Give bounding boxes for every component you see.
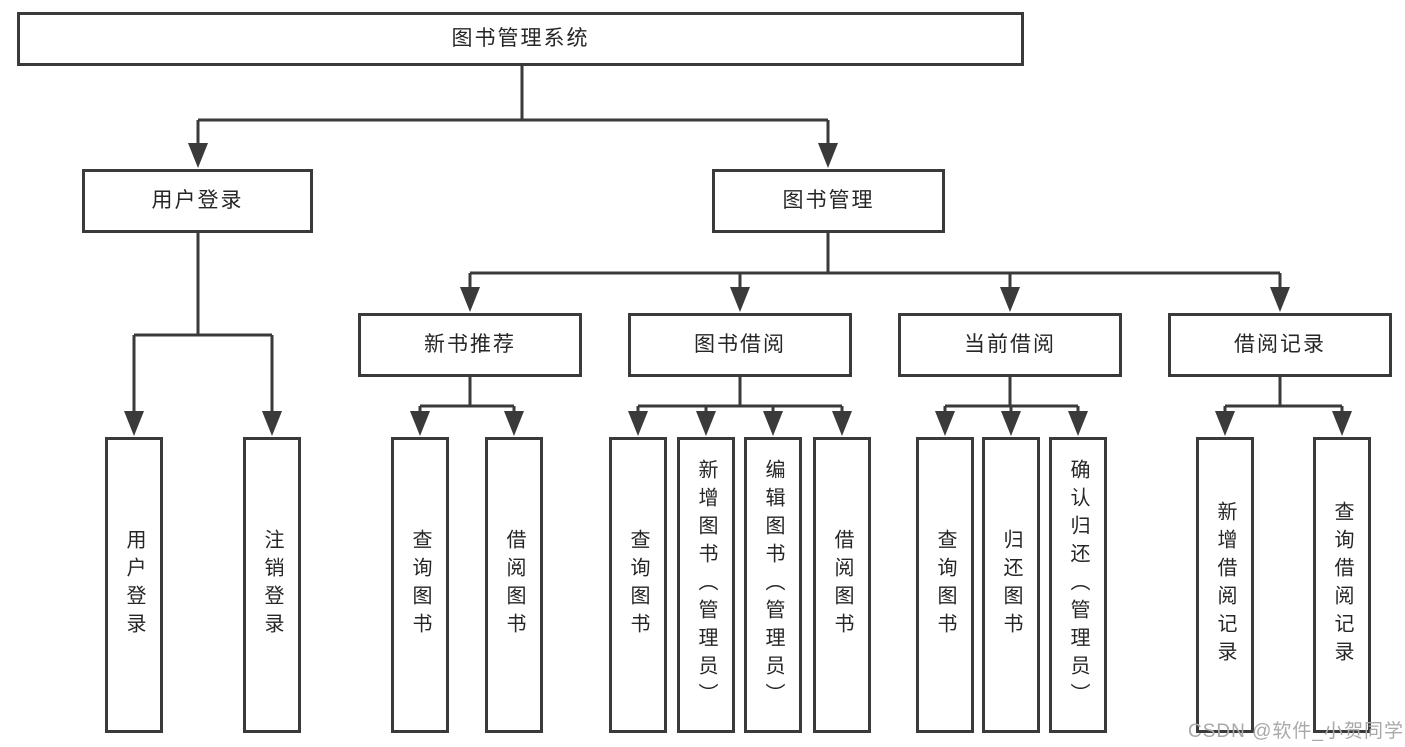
leaf-borrow-books-borrowing: 借阅图书: [813, 437, 871, 733]
leaf-logout: 注销登录: [243, 437, 301, 733]
leaf-query-books-borrowing: 查询图书: [609, 437, 667, 733]
node-new-book-recommend: 新书推荐: [358, 313, 582, 377]
node-borrowing-records: 借阅记录: [1168, 313, 1392, 377]
leaf-edit-books-admin: 编辑图书（管理员）: [744, 437, 802, 733]
connector-current-borrowing-children: [935, 377, 1088, 436]
leaf-query-books-recommend: 查询图书: [391, 437, 449, 733]
connector-user-login-children: [124, 233, 282, 436]
connector-root-to-level2: [188, 66, 838, 168]
leaf-borrow-books-recommend: 借阅图书: [485, 437, 543, 733]
node-book-management: 图书管理: [712, 169, 945, 233]
leaf-user-login: 用户登录: [105, 437, 163, 733]
leaf-add-borrow-record: 新增借阅记录: [1196, 437, 1254, 733]
node-user-login: 用户登录: [82, 169, 313, 233]
connector-book-management-to-level3: [460, 233, 1290, 312]
node-current-borrowing: 当前借阅: [898, 313, 1122, 377]
leaf-return-books: 归还图书: [982, 437, 1040, 733]
node-book-borrowing: 图书借阅: [628, 313, 852, 377]
node-library-system: 图书管理系统: [17, 12, 1024, 66]
leaf-query-borrow-record: 查询借阅记录: [1313, 437, 1371, 733]
leaf-add-books-admin: 新增图书（管理员）: [677, 437, 735, 733]
connector-borrowing-records-children: [1215, 377, 1352, 436]
connector-book-borrowing-children: [628, 377, 852, 436]
leaf-query-books-current: 查询图书: [916, 437, 974, 733]
connector-new-book-recommend-children: [410, 377, 524, 436]
leaf-confirm-return-admin: 确认归还（管理员）: [1049, 437, 1107, 733]
csdn-watermark: CSDN @软件_小贺同学: [1188, 721, 1404, 742]
